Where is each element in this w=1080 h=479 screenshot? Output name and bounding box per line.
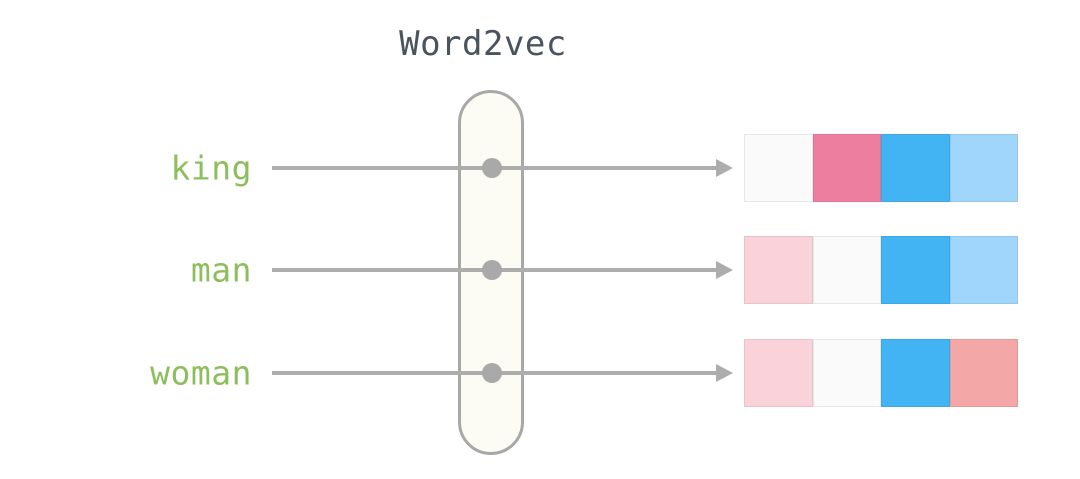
vector-cell-king-1 bbox=[812, 134, 881, 202]
vector-cell-king-2 bbox=[881, 134, 950, 202]
word-label-king: king bbox=[170, 148, 252, 188]
vector-cell-woman-1 bbox=[812, 339, 881, 407]
vector-cell-woman-0 bbox=[744, 339, 813, 407]
vector-bar-woman bbox=[744, 339, 1018, 407]
node-dot-man bbox=[482, 260, 502, 280]
word-label-man: man bbox=[190, 250, 252, 290]
diagram-title: Word2vec bbox=[399, 24, 567, 64]
node-dot-king bbox=[482, 158, 502, 178]
vector-bar-king bbox=[744, 134, 1018, 202]
vector-cell-man-3 bbox=[949, 236, 1018, 304]
arrow-head-icon-woman bbox=[716, 364, 733, 382]
vector-cell-woman-3 bbox=[949, 339, 1018, 407]
vector-cell-man-2 bbox=[881, 236, 950, 304]
vector-bar-man bbox=[744, 236, 1018, 304]
node-dot-woman bbox=[482, 363, 502, 383]
vector-cell-man-1 bbox=[812, 236, 881, 304]
arrow-head-icon-man bbox=[716, 261, 733, 279]
vector-cell-woman-2 bbox=[881, 339, 950, 407]
vector-cell-king-3 bbox=[949, 134, 1018, 202]
vector-cell-man-0 bbox=[744, 236, 813, 304]
word-label-woman: woman bbox=[150, 353, 252, 393]
vector-cell-king-0 bbox=[744, 134, 813, 202]
arrow-head-icon-king bbox=[716, 159, 733, 177]
